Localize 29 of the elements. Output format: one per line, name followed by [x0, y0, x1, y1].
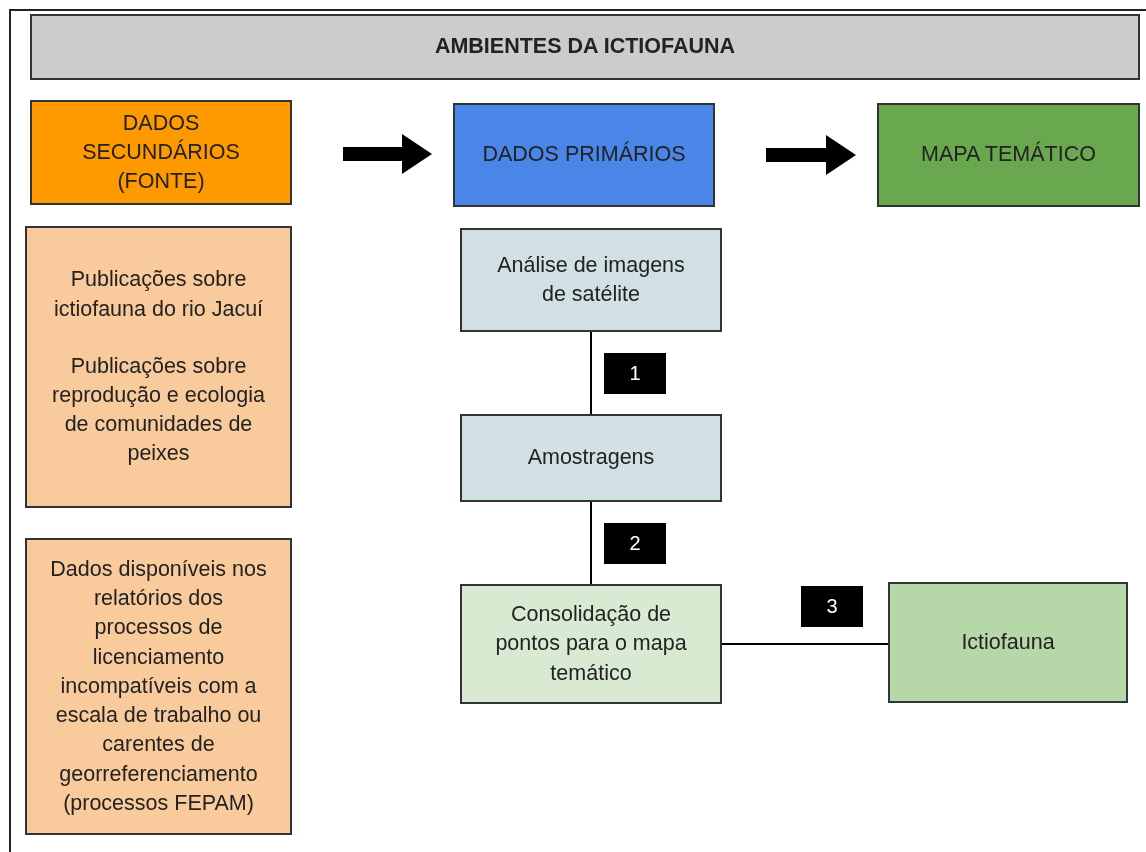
- category-header-box: [453, 103, 715, 207]
- node-text: Publicações sobre reprodução e ecologia de comunidades de peixes: [51, 352, 266, 468]
- node-text: AMBIENTES DA ICTIOFAUNA: [434, 33, 736, 61]
- category-header-box: [877, 103, 1140, 207]
- node-text: Dados disponíveis nos relatórios dos processos de licenciamento incompatíveis com a escala de trabalho ou carentes de georreferenciamento (processos FEPAM): [49, 555, 268, 817]
- block-arrow: [766, 135, 856, 175]
- block-arrow: [343, 134, 432, 174]
- node-text: Análise de imagens de satélite: [496, 251, 686, 308]
- node-text: DADOS SECUNDÁRIOS (FONTE): [81, 109, 241, 196]
- node-text: Consolidação de pontos para o mapa temático: [494, 601, 688, 687]
- category-header-box: [30, 100, 292, 205]
- step-number-label: 2: [604, 523, 666, 564]
- connector-line: [590, 331, 592, 415]
- node-text: Ictiofauna: [961, 628, 1055, 656]
- node-text: DADOS PRIMÁRIOS: [482, 140, 686, 169]
- step-number-label: 3: [801, 586, 863, 627]
- title-banner: [30, 14, 1140, 80]
- connector-line: [721, 643, 889, 645]
- source-box: [25, 538, 292, 835]
- node-text: Publicações sobre ictiofauna do rio Jacuí: [52, 266, 265, 323]
- process-box: [460, 414, 722, 502]
- node-text: MAPA TEMÁTICO: [921, 140, 1096, 169]
- step-number-label: 1: [604, 353, 666, 394]
- connector-line: [590, 501, 592, 585]
- process-box: [460, 584, 722, 704]
- process-box: [888, 582, 1128, 703]
- source-box: [25, 226, 292, 508]
- node-text: Amostragens: [527, 444, 655, 472]
- process-box: [460, 228, 722, 332]
